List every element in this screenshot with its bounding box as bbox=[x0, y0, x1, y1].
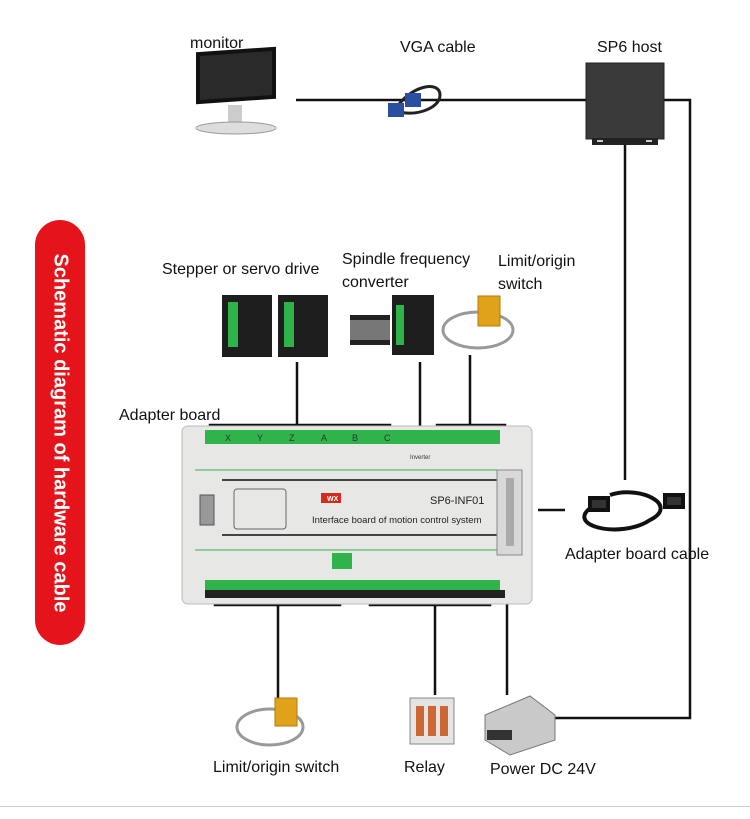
relay-icon bbox=[409, 697, 455, 745]
monitor-label: monitor bbox=[190, 35, 244, 52]
adapter-board bbox=[181, 425, 533, 605]
spindle-label-1: Spindle frequency bbox=[342, 251, 471, 268]
monitor-icon bbox=[195, 46, 277, 135]
power-label: Power DC 24V bbox=[490, 761, 596, 778]
axis-labels: X Y Z A B C Inverter WX SP6-INF01 Interf… bbox=[225, 433, 484, 526]
limit-bottom-label: Limit/origin switch bbox=[213, 759, 340, 776]
limit-switch-top-icon bbox=[441, 295, 515, 350]
adapter-board-cable-icon bbox=[582, 490, 685, 532]
relay-label: Relay bbox=[404, 759, 445, 776]
vga-cable-icon bbox=[388, 85, 442, 117]
limit-switch-bottom-icon bbox=[235, 697, 305, 747]
title-banner: Schematic diagram of hardware cable bbox=[35, 220, 85, 645]
adapter-board-label: Adapter board bbox=[119, 407, 221, 424]
brand-logo bbox=[321, 493, 341, 503]
vga-cable-label: VGA cable bbox=[400, 39, 476, 56]
axis-c: C bbox=[384, 433, 391, 443]
stepper-servo-drive-icon bbox=[222, 295, 328, 357]
axis-y: Y bbox=[257, 433, 263, 443]
spindle-converter-icon bbox=[350, 295, 434, 355]
brand-text: WX bbox=[327, 496, 339, 503]
axis-a: A bbox=[321, 433, 327, 443]
sp6-host-icon bbox=[585, 62, 665, 145]
axis-x: X bbox=[225, 433, 231, 443]
board-model: SP6-INF01 bbox=[430, 495, 484, 507]
axis-b: B bbox=[352, 433, 358, 443]
board-subtitle: Interface board of motion control system bbox=[312, 515, 482, 526]
inverter-label: Inverter bbox=[410, 455, 430, 461]
24v-output-terminal bbox=[332, 553, 352, 569]
axis-z: Z bbox=[289, 433, 295, 443]
stepper-label: Stepper or servo drive bbox=[162, 261, 320, 278]
limit-top-label-1: Limit/origin bbox=[498, 253, 576, 270]
sp6-host-label: SP6 host bbox=[597, 39, 662, 56]
adapter-cable-label: Adapter board cable bbox=[565, 546, 710, 563]
power-supply-icon bbox=[484, 695, 556, 756]
host-to-power-line bbox=[550, 98, 692, 720]
spindle-label-2: converter bbox=[342, 274, 409, 291]
limit-top-label-2: switch bbox=[498, 276, 543, 293]
db9-port bbox=[199, 494, 215, 526]
bottom-divider bbox=[0, 806, 750, 807]
cables bbox=[208, 98, 692, 720]
